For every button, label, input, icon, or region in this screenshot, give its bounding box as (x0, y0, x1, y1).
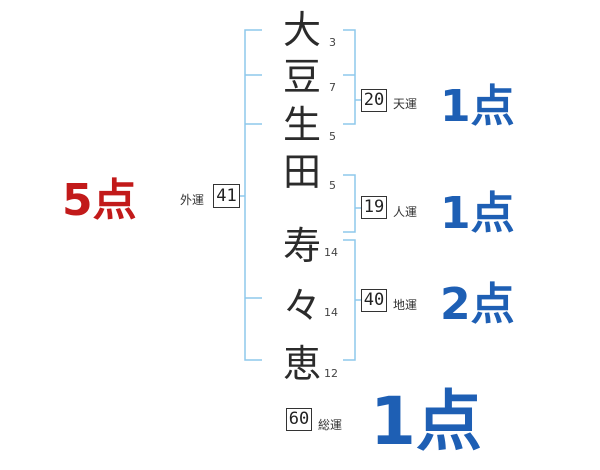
tenkaku-score: 1点 (440, 81, 515, 132)
jinkaku-value: 19 (361, 196, 387, 219)
jinkaku-bracket (343, 174, 356, 233)
soukaku-label: 総運 (318, 418, 343, 432)
gaikaku-score: 5点 (62, 175, 137, 226)
name-char-6: 々 (282, 284, 321, 328)
chikaku-score: 2点 (440, 279, 515, 330)
soukaku-score: 1点 (370, 383, 482, 460)
jinkaku-score: 1点 (440, 188, 515, 239)
name-char-3: 生 (282, 103, 321, 147)
tenkaku-value: 20 (361, 89, 387, 112)
name-char-5: 寿 (282, 224, 321, 268)
chikaku-bracket (343, 239, 356, 361)
stroke-count-3: 5 (329, 130, 336, 143)
stroke-count-5: 14 (324, 246, 338, 259)
jinkaku-label: 人運 (393, 205, 418, 219)
stroke-count-2: 7 (329, 81, 336, 94)
chikaku-value: 40 (361, 289, 387, 312)
stroke-count-4: 5 (329, 179, 336, 192)
outer-bracket (244, 29, 262, 361)
name-char-7: 恵 (282, 342, 321, 386)
name-char-2: 豆 (282, 55, 321, 99)
stroke-count-6: 14 (324, 306, 338, 319)
gaikaku-value: 41 (213, 184, 240, 208)
stroke-count-1: 3 (329, 36, 336, 49)
gaikaku-label: 外運 (180, 193, 205, 207)
name-char-4: 田 (282, 150, 321, 194)
tenkaku-bracket (343, 29, 356, 125)
soukaku-value: 60 (286, 408, 312, 431)
tenkaku-label: 天運 (393, 97, 418, 111)
chikaku-label: 地運 (393, 298, 418, 312)
stroke-count-7: 12 (324, 367, 338, 380)
name-char-1: 大 (282, 8, 321, 52)
